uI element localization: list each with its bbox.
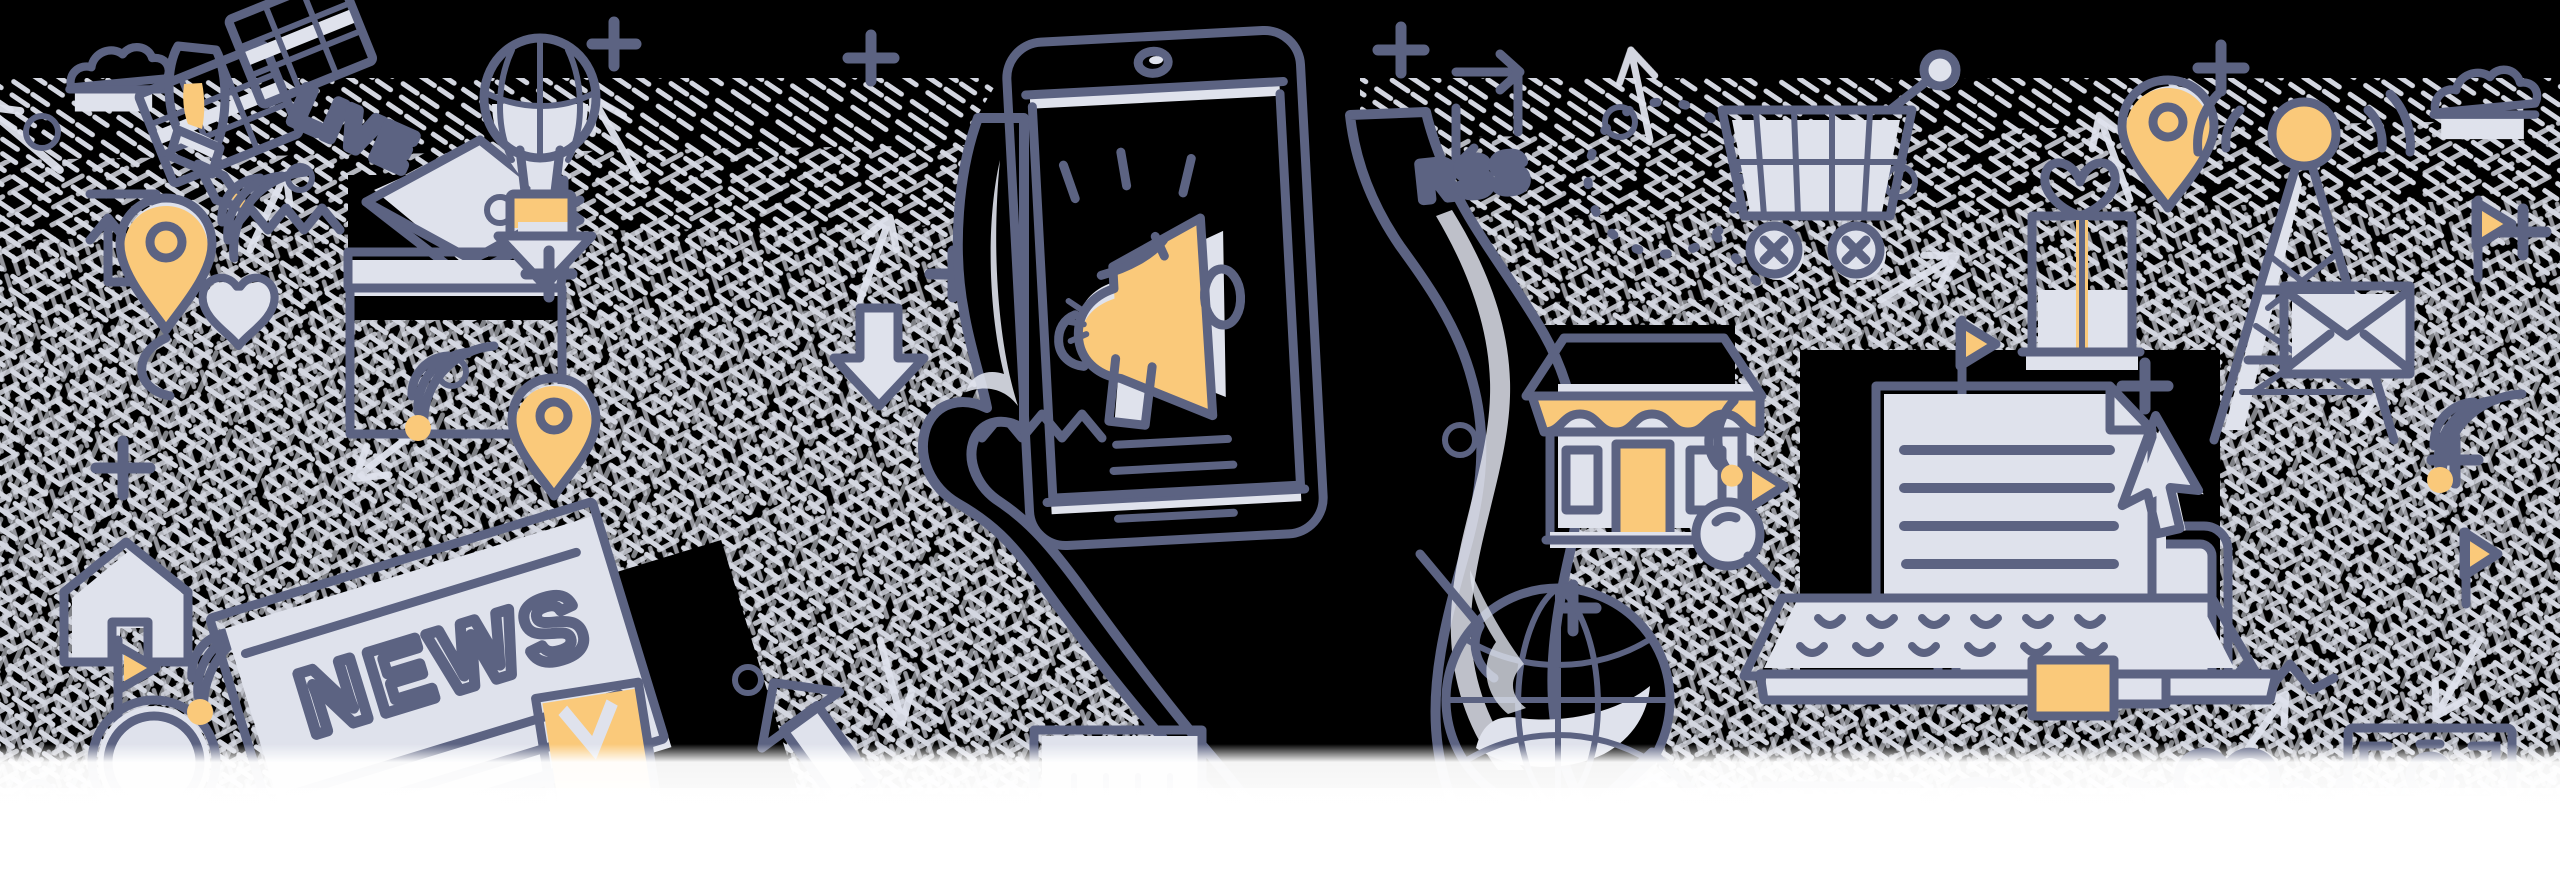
- mail-envelope-icon: [2279, 281, 2415, 379]
- newspaper-icon: NEWS: [205, 497, 672, 874]
- rss-label: RSS: [1415, 143, 1530, 212]
- flag-icon: [2471, 195, 2517, 283]
- cloud-icon: [65, 43, 173, 112]
- zigzag-icon: [227, 203, 345, 235]
- wifi-icon: [1704, 396, 1743, 487]
- laptop-document-icon: [1739, 381, 2281, 721]
- refresh-loop-icon: [1451, 49, 1525, 189]
- flag-icon: [2459, 527, 2503, 609]
- photo-frame-icon: [2343, 723, 2517, 831]
- heart-icon: [198, 273, 279, 351]
- map-pin-icon: [507, 373, 601, 501]
- shopping-cart-icon: [1717, 49, 1961, 280]
- cursor-arrow-icon: [2117, 411, 2204, 539]
- magnifier-icon: [1691, 497, 1781, 589]
- speech-bubble-icon: [1029, 725, 1207, 874]
- antenna-tower-icon: [2193, 89, 2415, 445]
- smartphone[interactable]: [1002, 25, 1328, 551]
- gift-icon: [2017, 158, 2145, 370]
- satellite-icon: [134, 0, 378, 263]
- home-icon: [59, 537, 193, 667]
- screen-text-lines: [1109, 434, 1238, 523]
- megaphone-icon: [1054, 147, 1246, 430]
- map-pin-icon: [115, 193, 217, 401]
- wifi-icon: [2427, 389, 2527, 493]
- at-sign-icon: [1923, 776, 2049, 874]
- cloud-icon: [2429, 65, 2542, 140]
- rss-text: RSS: [1410, 137, 1536, 217]
- store-icon: [1521, 333, 1767, 548]
- hot-air-balloon-icon: [479, 33, 601, 241]
- magnifier-icon: [59, 695, 221, 874]
- download-arrow-icon: [829, 303, 929, 411]
- mail-envelope-icon: [1753, 781, 1921, 874]
